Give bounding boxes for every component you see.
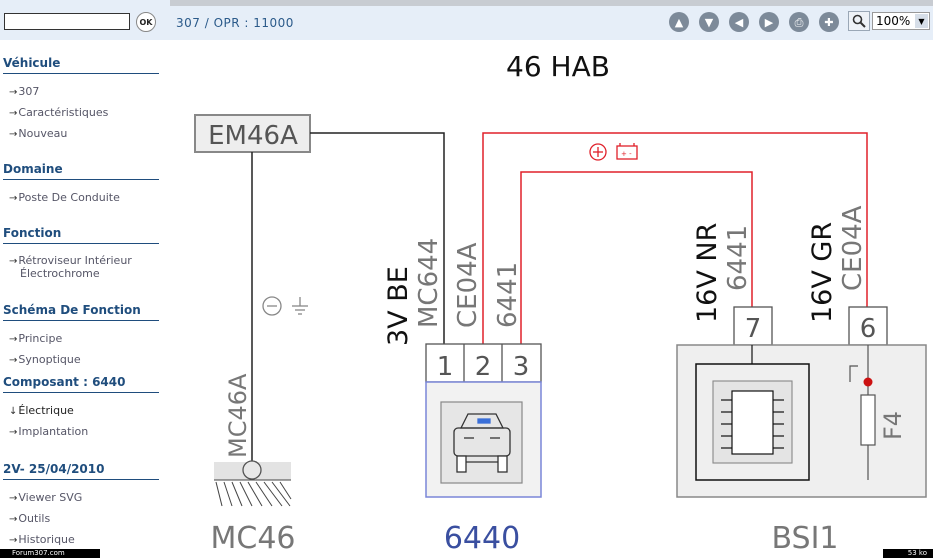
down-icon[interactable]: ▼: [699, 12, 719, 32]
section-schema-de-fonction: Schéma De Fonction: [3, 303, 159, 321]
arrow-down-icon: ↓: [9, 406, 18, 417]
sidebar-item-principe[interactable]: →Principe: [9, 332, 62, 345]
pin1-label-b: MC644: [414, 238, 444, 328]
vehicle-icon: [453, 413, 511, 473]
em46a-label: EM46A: [208, 121, 298, 151]
chip-icon: [721, 390, 784, 455]
left-icon[interactable]: ◀: [729, 12, 749, 32]
chevron-down-icon: ▼: [915, 14, 928, 28]
pin1-label-a: 3V BE: [383, 266, 414, 346]
component-bsi1-label: BSI1: [771, 521, 838, 550]
right-icon[interactable]: ▶: [759, 12, 779, 32]
sidebar: Véhicule →307 →Caractéristiques →Nouveau…: [0, 40, 165, 560]
arrow-right-icon: →: [9, 193, 18, 204]
wire-mc644[interactable]: [310, 132, 445, 344]
arrow-right-icon: →: [9, 514, 18, 525]
section-version: 2V- 25/04/2010: [3, 462, 159, 480]
arrow-right-icon: →: [9, 355, 18, 366]
bsi-pin-7[interactable]: [733, 306, 773, 346]
svg-text:+ -: + -: [621, 150, 632, 158]
section-composant: Composant : 6440: [3, 375, 159, 393]
print-icon[interactable]: ⎙: [789, 12, 809, 32]
bsi-pin-6[interactable]: [848, 306, 888, 346]
sidebar-item-label: Rétroviseur Intérieur: [18, 254, 132, 267]
wire-6441[interactable]: [520, 171, 753, 344]
sidebar-item-caracteristiques[interactable]: →Caractéristiques: [9, 106, 108, 119]
sidebar-item-label: Nouveau: [18, 127, 68, 140]
sidebar-item-label: Caractéristiques: [18, 106, 109, 119]
fuse-node: [863, 377, 873, 387]
sidebar-item-poste-de-conduite[interactable]: →Poste De Conduite: [9, 191, 120, 204]
toolbar: OK 307 / OPR : 11000 ▲ ▼ ◀ ▶ ⎙ ✚ 100% ▼: [0, 0, 933, 40]
component-6440-label: 6440: [444, 521, 520, 550]
sidebar-item-implantation[interactable]: →Implantation: [9, 425, 88, 438]
wire-ce04a[interactable]: [482, 132, 868, 344]
pin7-label-b: 6441: [723, 225, 753, 291]
arrow-right-icon: →: [9, 129, 18, 140]
sidebar-item-307[interactable]: →307: [9, 85, 39, 98]
sidebar-item-label: Viewer SVG: [18, 491, 83, 504]
arrow-right-icon: →: [9, 87, 18, 98]
toolbar-strip: [170, 0, 933, 6]
arrow-right-icon: →: [9, 493, 18, 504]
mc46-label: MC46: [210, 521, 295, 550]
ok-button[interactable]: OK: [136, 12, 156, 32]
pin2-label: CE04A: [453, 242, 483, 328]
pin-3: 3: [513, 352, 530, 382]
sidebar-item-outils[interactable]: →Outils: [9, 512, 50, 525]
connector-6440[interactable]: [425, 343, 542, 383]
pin3-label: 6441: [493, 262, 523, 328]
footer-site: Forum307.com: [0, 549, 100, 558]
pin-7-label: 7: [745, 314, 762, 344]
arrow-right-icon: →: [9, 108, 18, 119]
pin6-label-a: 16V GR: [807, 222, 838, 323]
em46a-box[interactable]: [194, 114, 311, 153]
zoom-select[interactable]: 100% ▼: [872, 12, 930, 30]
sidebar-item-viewer-svg[interactable]: →Viewer SVG: [9, 491, 82, 504]
mc46-connection-point: [242, 460, 262, 480]
section-vehicule: Véhicule: [3, 56, 159, 74]
sidebar-item-label: Électrique: [18, 404, 74, 417]
sidebar-item-label-line2: Électrochrome: [20, 267, 100, 280]
breadcrumb: 307 / OPR : 11000: [176, 16, 294, 30]
ground-icon: [262, 296, 308, 316]
sidebar-item-label: Principe: [18, 332, 63, 345]
footer-size: 53 ko: [883, 549, 933, 558]
zoom-icon[interactable]: [848, 11, 870, 31]
battery-plus-icon: + -: [589, 143, 638, 161]
add-icon[interactable]: ✚: [819, 12, 839, 32]
sidebar-item-label: Implantation: [18, 425, 89, 438]
sidebar-item-retroviseur[interactable]: →Rétroviseur Intérieur Électrochrome: [9, 255, 132, 280]
wiring-diagram[interactable]: 46 HAB EM46A + - MC46A: [165, 40, 933, 550]
section-fonction: Fonction: [3, 226, 159, 244]
sidebar-item-label: Outils: [18, 512, 51, 525]
arrow-right-icon: →: [9, 334, 18, 345]
sidebar-item-electrique[interactable]: ↓Électrique: [9, 404, 74, 417]
sidebar-item-nouveau[interactable]: →Nouveau: [9, 127, 67, 140]
pin6-label-b: CE04A: [838, 205, 868, 291]
pin-1: 1: [437, 352, 454, 382]
section-domaine: Domaine: [3, 162, 159, 180]
pin7-label-a: 16V NR: [692, 223, 723, 323]
sidebar-item-label: Poste De Conduite: [18, 191, 120, 204]
diagram-title: 46 HAB: [506, 50, 610, 83]
sidebar-item-label: Synoptique: [18, 353, 81, 366]
search-input[interactable]: [4, 13, 130, 30]
sidebar-item-historique[interactable]: →Historique: [9, 533, 75, 546]
fuse-f4-label: F4: [879, 411, 907, 440]
sidebar-item-label: Historique: [18, 533, 75, 546]
pin-2: 2: [475, 352, 492, 382]
zoom-value: 100%: [876, 14, 911, 28]
up-icon[interactable]: ▲: [669, 12, 689, 32]
pin-6-label: 6: [860, 314, 877, 344]
arrow-right-icon: →: [9, 256, 18, 267]
arrow-right-icon: →: [9, 427, 18, 438]
ground-hatch: [214, 479, 292, 507]
fuse-f4[interactable]: [860, 394, 876, 446]
mc46a-label: MC46A: [224, 373, 252, 458]
arrow-right-icon: →: [9, 535, 18, 546]
sidebar-item-label: 307: [18, 85, 40, 98]
sidebar-item-synoptique[interactable]: →Synoptique: [9, 353, 81, 366]
